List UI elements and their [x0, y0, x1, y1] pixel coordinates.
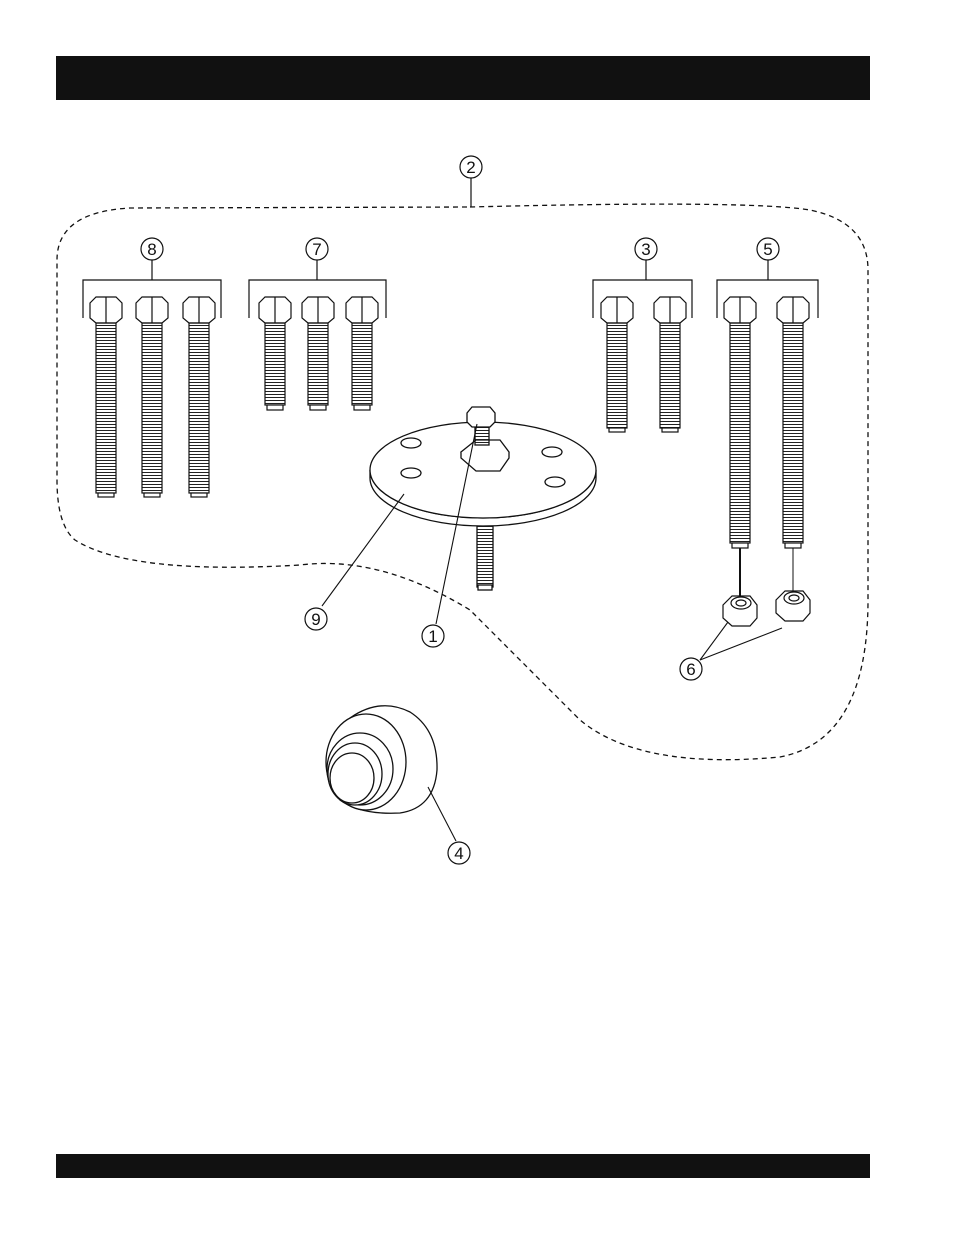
bolt-group-7 — [259, 297, 378, 410]
callout-4-label: 4 — [454, 844, 463, 863]
bolt — [777, 297, 809, 592]
lock-nut — [723, 596, 757, 626]
bolt — [601, 297, 633, 432]
bolt — [259, 297, 291, 410]
leader-4 — [428, 787, 456, 841]
bolt — [302, 297, 334, 410]
bolt — [90, 297, 122, 497]
bolt-group-8 — [90, 297, 215, 497]
callout-6: 6 — [680, 658, 702, 680]
callout-1: 1 — [422, 625, 444, 647]
callout-9-label: 9 — [311, 610, 320, 629]
bolt — [183, 297, 215, 497]
bushing — [326, 706, 437, 813]
puller-plate — [370, 407, 596, 590]
callout-2-label: 2 — [466, 158, 475, 177]
callout-7-label: 7 — [312, 240, 321, 259]
callout-4: 4 — [448, 842, 470, 864]
lock-nut — [776, 591, 810, 621]
callout-1-label: 1 — [428, 627, 437, 646]
bolt — [346, 297, 378, 410]
callout-8-label: 8 — [147, 240, 156, 259]
callout-8: 8 — [141, 238, 163, 260]
bolt — [654, 297, 686, 432]
bolt — [136, 297, 168, 497]
callout-6-label: 6 — [686, 660, 695, 679]
leader-9 — [322, 494, 404, 606]
callout-5: 5 — [757, 238, 779, 260]
callout-5-label: 5 — [763, 240, 772, 259]
bolt-group-5 — [724, 297, 809, 598]
bolt — [724, 297, 756, 598]
callout-7: 7 — [306, 238, 328, 260]
callout-2: 2 — [460, 156, 482, 178]
callout-3-label: 3 — [641, 240, 650, 259]
callout-3: 3 — [635, 238, 657, 260]
lock-nuts — [723, 591, 810, 626]
callout-9: 9 — [305, 608, 327, 630]
bolt-group-3 — [601, 297, 686, 432]
